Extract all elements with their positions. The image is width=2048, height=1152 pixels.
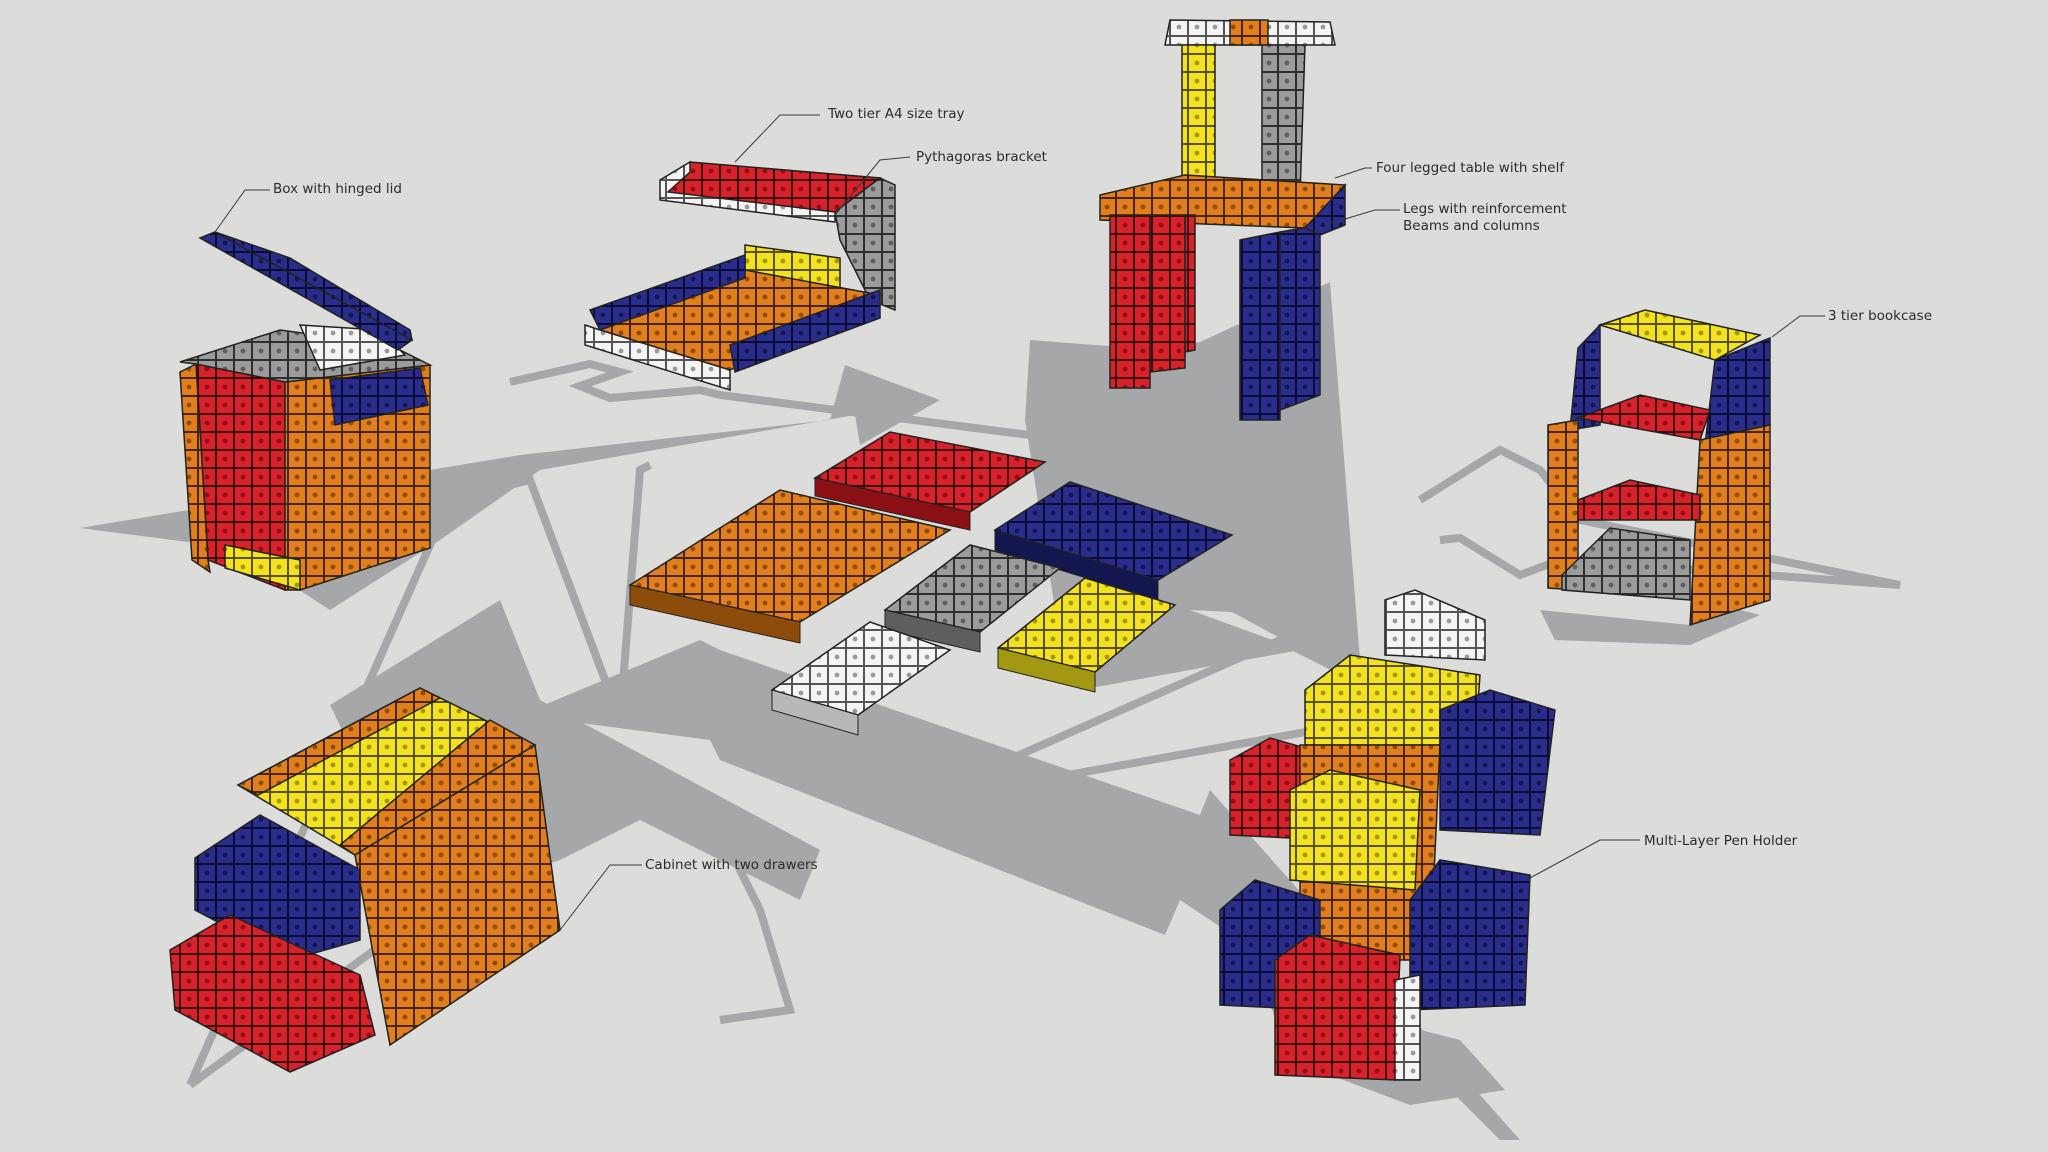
bookcase-top-yellow xyxy=(1597,309,1763,361)
pen-holder-blue-right xyxy=(1439,689,1556,836)
tray-side-blue-left xyxy=(588,253,746,331)
tray-side-blue-right xyxy=(729,288,881,374)
plate-yellow-edge xyxy=(997,647,1096,693)
box-bottom-yellow xyxy=(224,544,301,592)
table-leg-blue-1 xyxy=(1239,231,1281,421)
bookcase-shelf-gray xyxy=(1561,527,1691,601)
label-two-tier-tray: Two tier A4 size tray xyxy=(827,106,964,122)
plate-red-edge xyxy=(814,477,971,531)
table-back-yellow xyxy=(1181,44,1216,181)
cabinet-with-two-drawers xyxy=(169,687,561,1073)
box-lid-face xyxy=(214,231,414,342)
table-leg-red-2 xyxy=(1149,214,1186,373)
shadow-arrow-center-lower xyxy=(520,640,1520,1140)
box-front-left-trim xyxy=(179,362,212,574)
label-multi-layer-pen-holder: Multi-Layer Pen Holder xyxy=(1644,833,1798,849)
pen-holder-red-bottom xyxy=(1274,934,1401,1081)
three-tier-bookcase xyxy=(1547,309,1771,627)
two-tier-tray xyxy=(584,160,896,392)
labels: Box with hinged lid Two tier A4 size tra… xyxy=(273,106,1932,873)
center-plates xyxy=(628,431,1234,736)
bookcase-shelf-red-2 xyxy=(1577,479,1701,521)
table-leg-red-3 xyxy=(1184,214,1196,353)
tray-front-white xyxy=(584,323,731,392)
pen-holder-yellow-mid xyxy=(1289,769,1421,891)
table-leg-red-1 xyxy=(1109,214,1151,389)
tray-top-frame xyxy=(659,160,836,223)
leader-pen-holder xyxy=(1529,839,1640,879)
label-four-legged-table: Four legged table with shelf xyxy=(1376,160,1565,176)
multi-layer-pen-holder xyxy=(1219,589,1556,1081)
outline-arrow-left-vertical xyxy=(186,461,652,1087)
box-with-hinged-lid xyxy=(179,231,433,592)
leader-box-lid xyxy=(214,189,270,233)
bookcase-shelf-red-1 xyxy=(1575,394,1711,441)
leader-bracket xyxy=(834,156,911,216)
label-box-with-hinged-lid: Box with hinged lid xyxy=(273,181,402,197)
plate-gray-edge xyxy=(884,609,981,653)
label-pythagoras-bracket: Pythagoras bracket xyxy=(916,149,1047,165)
pen-holder-white-base xyxy=(1394,974,1421,1081)
plate-orange-edge xyxy=(629,584,801,644)
label-3-tier-bookcase: 3 tier bookcase xyxy=(1828,308,1932,324)
bookcase-right-orange xyxy=(1689,424,1771,627)
table-back-gray xyxy=(1261,44,1306,196)
leader-table xyxy=(1334,167,1372,179)
table-top-rail-orange xyxy=(1229,19,1269,46)
outline-arrow-bookcase xyxy=(1417,445,1901,589)
cabinet-drawer-red xyxy=(169,914,376,1073)
leader-lines xyxy=(214,114,1825,931)
box-handle xyxy=(329,367,429,426)
tray-bracket xyxy=(834,177,896,312)
label-cabinet-with-two-drawers: Cabinet with two drawers xyxy=(645,857,818,873)
leader-tray xyxy=(734,114,820,163)
leader-legs xyxy=(1324,209,1400,226)
pen-holder-blue-lower-right xyxy=(1409,859,1531,1011)
label-legs-reinforcement-line2: Beams and columns xyxy=(1403,218,1540,234)
leader-cabinet xyxy=(559,864,642,931)
pen-holder-white-top xyxy=(1384,589,1486,661)
four-legged-table xyxy=(1099,19,1347,421)
table-leg-blue-2 xyxy=(1279,224,1321,412)
label-legs-reinforcement-line1: Legs with reinforcement xyxy=(1403,201,1567,217)
plate-white-edge xyxy=(771,689,859,736)
cabinet-top-orange-rear xyxy=(236,687,442,796)
bookcase-top-left-blue xyxy=(1569,323,1601,431)
leader-bookcase xyxy=(1771,315,1825,338)
